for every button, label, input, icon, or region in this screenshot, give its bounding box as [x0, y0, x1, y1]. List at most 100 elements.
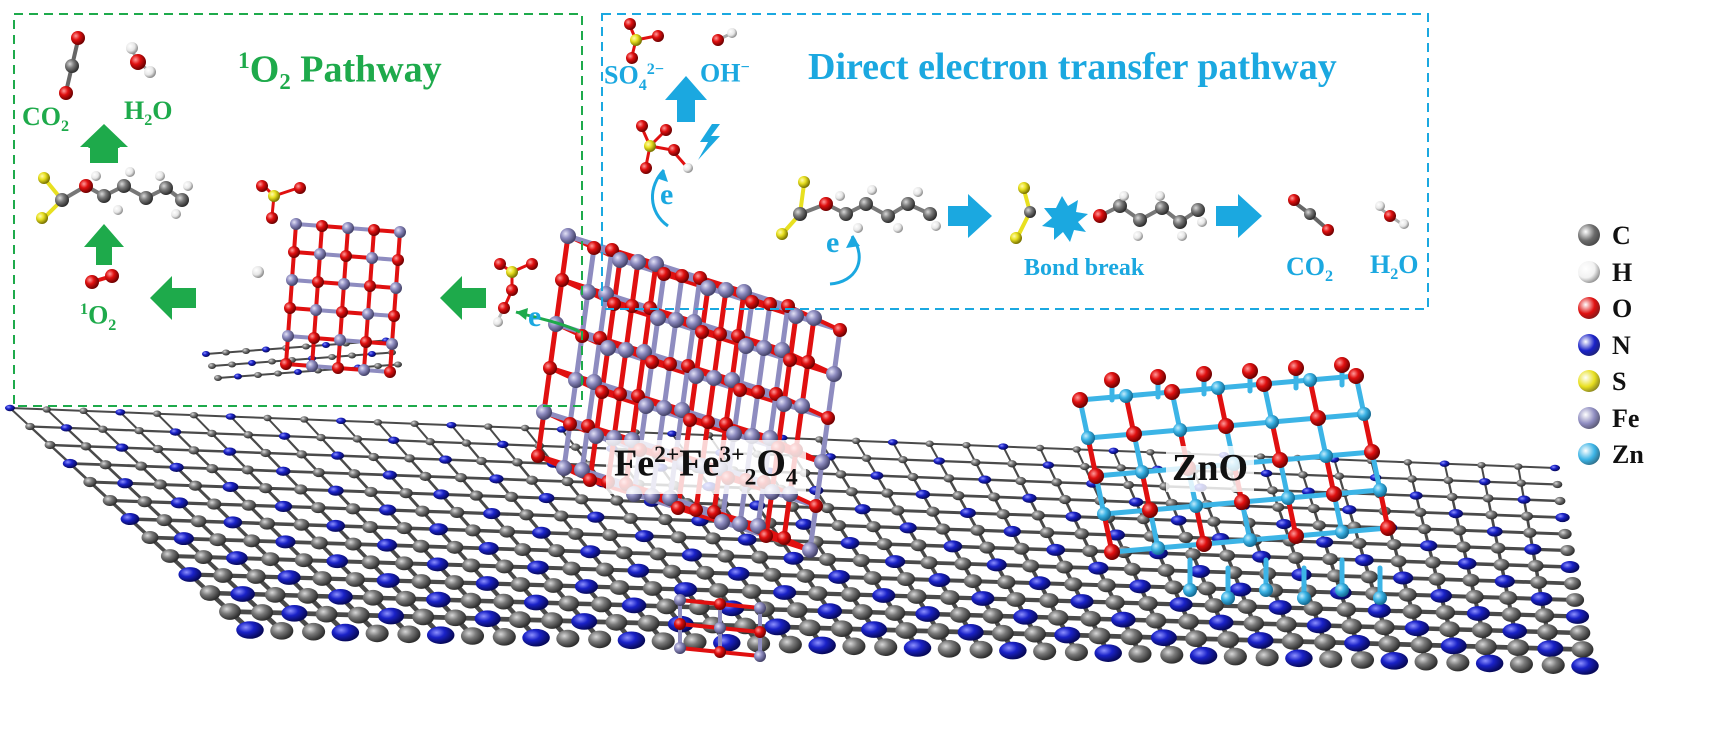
carbon-atom	[1398, 587, 1417, 602]
carbon-atom	[1304, 208, 1316, 220]
arrow-up-icon	[80, 124, 128, 163]
nitrogen-atom	[230, 586, 255, 602]
bond	[229, 415, 269, 419]
carbon-atom	[642, 581, 663, 596]
carbon-atom	[1197, 581, 1217, 596]
iron-atom	[366, 252, 378, 264]
nitrogen-atom	[276, 466, 291, 476]
carbon-atom	[365, 624, 389, 643]
carbon-atom	[302, 343, 310, 350]
nitrogen-atom	[999, 641, 1027, 660]
bond	[1480, 464, 1520, 468]
oxygen-atom	[763, 297, 777, 311]
nitrogen-atom	[225, 413, 236, 420]
iron-atom	[386, 338, 398, 350]
carbon-atom	[246, 569, 266, 584]
carbon-atom	[657, 514, 673, 526]
carbon-atom	[460, 627, 485, 645]
hydrogen-atom	[125, 167, 135, 177]
nitrogen-atom	[998, 443, 1009, 450]
nitrogen-atom	[617, 631, 646, 650]
sulfur-atom	[506, 266, 518, 278]
zno-crystal	[1072, 357, 1396, 605]
nitrogen-atom	[1208, 614, 1234, 631]
carbon-atom	[1082, 545, 1098, 557]
carbon-atom	[943, 474, 955, 483]
arrow-left-icon	[150, 276, 196, 320]
carbon-atom	[895, 622, 918, 639]
electron-label-side: e	[826, 226, 840, 259]
carbon-atom	[188, 480, 203, 491]
carbon-atom	[495, 559, 514, 574]
bond	[319, 436, 359, 441]
oxygen-atom	[256, 180, 268, 192]
carbon-atom	[831, 519, 847, 532]
legend-symbol: Fe	[1612, 403, 1640, 433]
hydrogen-atom	[493, 317, 503, 327]
hydrogen-atom	[835, 191, 845, 201]
nitrogen-atom	[62, 458, 78, 469]
oxygen-atom	[689, 503, 703, 517]
nitrogen-atom	[446, 421, 457, 429]
carbon-atom	[923, 207, 937, 221]
carbon-atom	[1569, 625, 1591, 641]
hydrogen-atom	[1155, 191, 1165, 201]
hydrogen-atom	[1399, 219, 1409, 229]
carbon-atom	[404, 454, 415, 463]
iron-atom	[686, 314, 702, 330]
nitrogen-atom	[957, 623, 984, 641]
carbon-atom	[469, 490, 483, 501]
carbon-atom	[25, 422, 35, 431]
bond	[192, 414, 213, 435]
nitrogen-atom	[429, 523, 448, 536]
carbon-atom	[841, 587, 861, 602]
carbon-atom	[260, 448, 272, 458]
legend-swatch	[1578, 224, 1600, 246]
iron-atom	[306, 360, 318, 372]
carbon-atom	[102, 494, 118, 507]
carbon-atom	[1352, 537, 1367, 549]
carbon-atom	[241, 465, 254, 475]
carbon-atom	[704, 532, 721, 545]
arrow-right-icon	[948, 194, 992, 238]
carbon-atom	[1033, 642, 1057, 661]
zinc-atom	[1243, 533, 1257, 547]
carbon-atom	[344, 537, 362, 551]
nitrogen-atom	[376, 538, 398, 552]
nitrogen-atom	[275, 535, 296, 549]
iron-atom	[618, 342, 634, 358]
carbon-atom	[863, 571, 882, 585]
iron-atom	[706, 370, 722, 386]
nitrogen-atom	[1276, 519, 1292, 530]
nitrogen-atom	[1150, 629, 1177, 647]
co2-product-label: CO2	[22, 102, 70, 136]
bond	[45, 408, 85, 412]
carbon-atom	[1138, 596, 1158, 611]
iron-atom	[754, 602, 766, 614]
nitrogen-atom	[169, 428, 182, 436]
bond	[1301, 473, 1341, 478]
bond	[266, 417, 306, 421]
oxygen-atom	[1196, 366, 1212, 382]
zinc-atom	[1335, 583, 1349, 597]
nitrogen-atom	[1028, 576, 1051, 591]
carbon-atom	[920, 556, 938, 570]
hydrogen-atom	[183, 181, 193, 191]
legend-symbol: O	[1612, 294, 1633, 323]
nitrogen-atom	[1530, 592, 1553, 606]
carbon-atom	[927, 623, 950, 640]
oxygen-atom	[1142, 502, 1158, 518]
carbon-atom	[1080, 610, 1102, 627]
carbon-atom	[954, 557, 972, 571]
nitrogen-atom	[1524, 543, 1542, 555]
bond	[678, 598, 722, 606]
nitrogen-atom	[281, 604, 308, 622]
carbon-atom	[219, 603, 241, 620]
carbon-atom	[1520, 511, 1534, 521]
oxygen-atom	[340, 250, 352, 262]
carbon-atom	[741, 584, 762, 599]
carbon-atom	[189, 411, 199, 419]
carbon-atom	[1155, 201, 1169, 215]
bond	[901, 458, 941, 463]
carbon-atom	[135, 461, 148, 471]
